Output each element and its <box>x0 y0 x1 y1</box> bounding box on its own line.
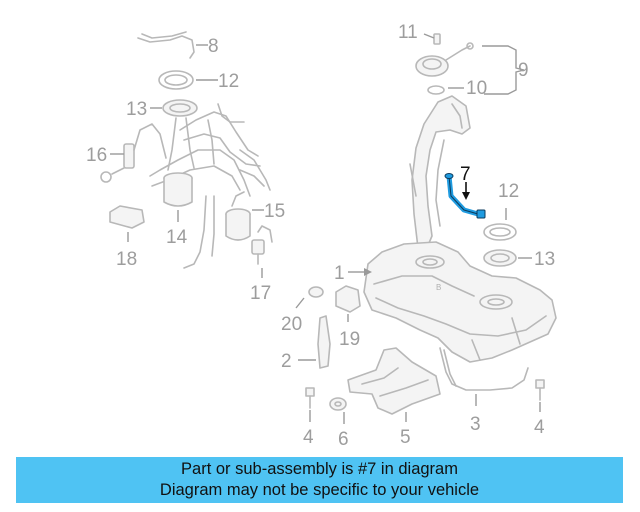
callout-18: 18 <box>116 249 137 270</box>
callout-2: 2 <box>281 351 292 372</box>
callout-12-right: 12 <box>498 181 519 202</box>
part-13-seal-left <box>150 99 198 117</box>
part-12-lock-ring-left <box>158 70 218 90</box>
part-2-strap <box>298 315 331 369</box>
part-9-filler-cap <box>415 42 525 95</box>
part-13-seal-right <box>483 249 532 267</box>
callout-5: 5 <box>400 427 411 448</box>
part-20-grommet <box>295 286 324 309</box>
callout-14: 14 <box>166 227 188 248</box>
svg-text:B: B <box>436 283 441 292</box>
part-4-bolt-right <box>535 379 545 412</box>
part-4-bolt-left <box>305 387 315 422</box>
part-18-connector <box>109 205 145 242</box>
part-11-clip <box>423 33 441 45</box>
callout-3: 3 <box>470 414 481 435</box>
part-7-hose-highlighted <box>444 173 486 219</box>
banner-line-1: Part or sub-assembly is #7 in diagram <box>181 460 458 478</box>
part-6-nut <box>329 397 347 424</box>
callout-12-left: 12 <box>218 71 239 92</box>
part-3-tank-band <box>439 347 529 406</box>
banner-line-2: Diagram may not be specific to your vehi… <box>159 481 480 499</box>
part-8-bracket <box>137 31 208 59</box>
callout-8: 8 <box>208 36 219 57</box>
part-19-protector <box>335 285 361 322</box>
callout-13-left: 13 <box>126 99 147 120</box>
callout-19: 19 <box>339 329 360 350</box>
callout-6: 6 <box>338 429 349 450</box>
callout-16: 16 <box>86 145 107 166</box>
callout-11: 11 <box>398 22 418 43</box>
callout-17: 17 <box>250 283 271 304</box>
callout-10: 10 <box>466 78 487 99</box>
part-10-o-ring <box>427 85 464 95</box>
callout-15: 15 <box>264 201 285 222</box>
pump-assembly-wiring <box>149 103 271 269</box>
info-banner: Part or sub-assembly is #7 in diagram Di… <box>16 457 623 503</box>
part-17-harness <box>251 225 273 278</box>
callout-13-right: 13 <box>534 249 555 270</box>
part-12-lock-ring-right <box>483 208 517 241</box>
part-14-fuel-pump <box>163 172 193 222</box>
callout-1: 1 <box>334 263 345 284</box>
parts-diagram: 8 12 13 16 1 <box>86 22 557 450</box>
filler-neck <box>409 95 471 251</box>
part-15-fuel-filter <box>225 191 264 241</box>
part-1-fuel-tank: B <box>348 241 557 363</box>
callout-4-left: 4 <box>303 427 314 448</box>
callout-20: 20 <box>281 314 302 335</box>
callout-4-right: 4 <box>534 417 545 438</box>
part-16-level-sender <box>100 123 167 183</box>
callout-9: 9 <box>518 60 529 81</box>
callout-7: 7 <box>460 164 471 185</box>
part-5-heat-shield <box>347 347 441 422</box>
